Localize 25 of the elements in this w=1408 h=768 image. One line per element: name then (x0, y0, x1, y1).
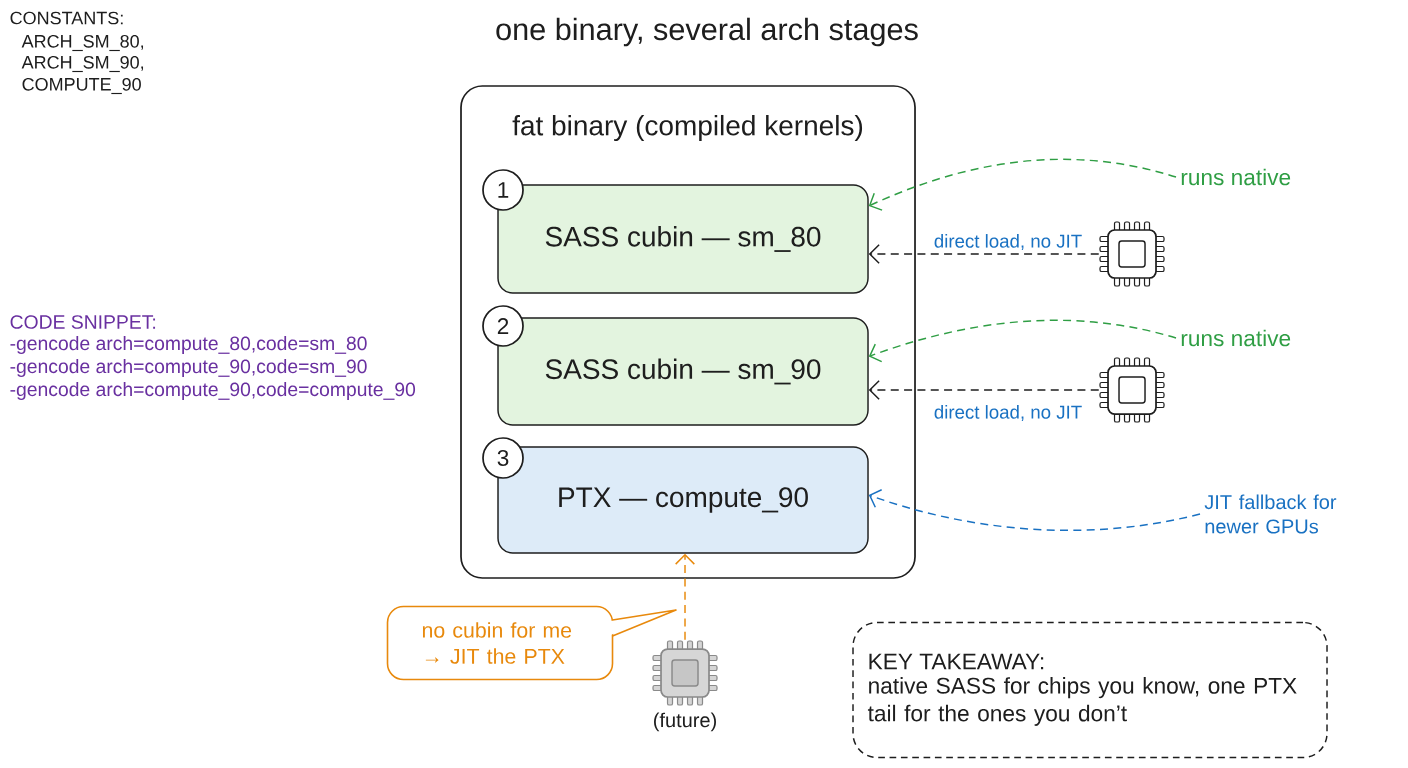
arrow (868, 489, 1201, 531)
note-box: KEY TAKEAWAY: native SASS for chips you know, one PTX tail for the ones you don’t (852, 621, 1328, 759)
chip-icon (1099, 357, 1165, 423)
label-text: ARCH_SM_90, (21, 55, 143, 73)
speech-bubble: no cubin for me → JIT the PTX (386, 605, 677, 681)
arrow (868, 379, 1100, 401)
chip-icon (1099, 221, 1165, 287)
code-line: -gencode arch=compute_80,code=sm_80 (10, 336, 367, 354)
title: one binary, several arch stages (496, 17, 918, 47)
edge-label: direct load, no JIT (934, 234, 1082, 250)
caption-text: (future) (654, 712, 716, 732)
annotation-text: runs native (1181, 329, 1291, 347)
code-line: -gencode arch=compute_90,code=sm_90 (10, 359, 367, 377)
heading-text: CODE SNIPPET: (10, 315, 156, 329)
arrow (674, 553, 696, 641)
arrow (868, 319, 1177, 363)
code-line: -gencode arch=compute_90,code=compute_90 (10, 382, 416, 400)
annotation-text: runs native (1181, 168, 1291, 186)
arrow (868, 158, 1177, 211)
heading-text: CONSTANTS: (10, 11, 123, 25)
annotation-text: JIT fallback for newer GPUs (1204, 494, 1337, 534)
label-text: ARCH_SM_80, (21, 34, 143, 52)
edge-label: direct load, no JIT (934, 405, 1082, 421)
label-text: COMPUTE_90 (22, 77, 141, 95)
arrow (868, 243, 1100, 265)
